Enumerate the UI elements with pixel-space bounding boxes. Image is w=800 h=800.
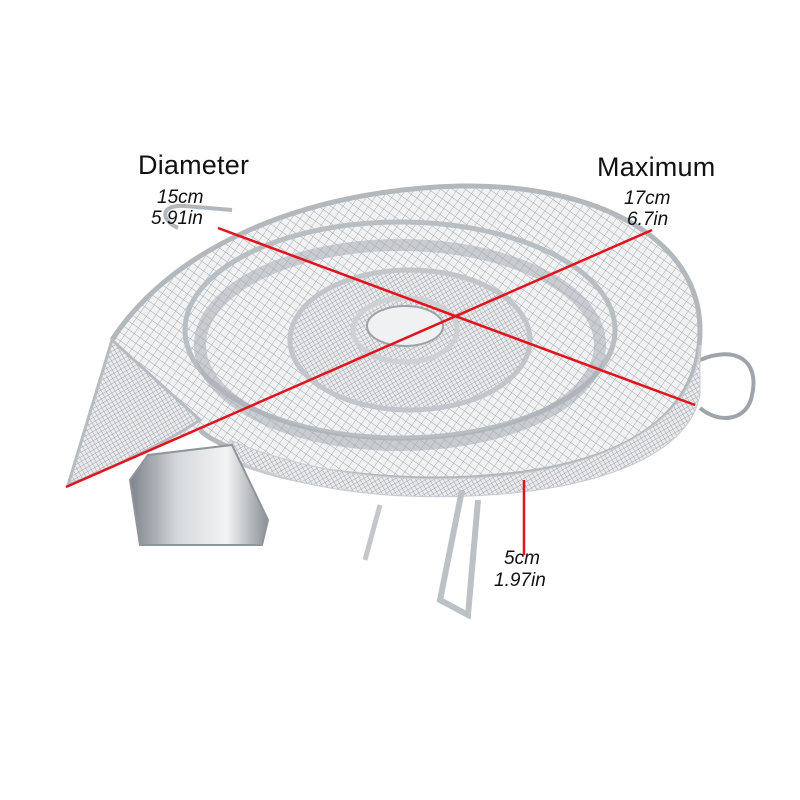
diameter-title: Diameter	[138, 150, 250, 180]
center-ring-hole	[366, 305, 444, 347]
height-imperial: 1.97in	[494, 570, 546, 591]
smoke-box	[128, 443, 270, 546]
height-metric: 5cm	[504, 548, 540, 569]
front-mesh-wall	[229, 344, 701, 498]
maximum-imperial: 6.7in	[627, 209, 669, 230]
maximum-title: Maximum	[597, 152, 716, 182]
diameter-measure-line	[65, 228, 653, 489]
diameter-metric: 15cm	[157, 187, 204, 208]
spiral-wall-2-band	[194, 239, 606, 451]
left-handle	[163, 203, 233, 230]
right-handle	[698, 352, 756, 420]
maximum-metric: 17cm	[624, 188, 671, 209]
stand-leg-front	[436, 489, 481, 620]
stand-leg-rear	[362, 504, 383, 561]
diameter-imperial: 5.91in	[151, 208, 203, 229]
maximum-measure-line	[217, 226, 696, 407]
